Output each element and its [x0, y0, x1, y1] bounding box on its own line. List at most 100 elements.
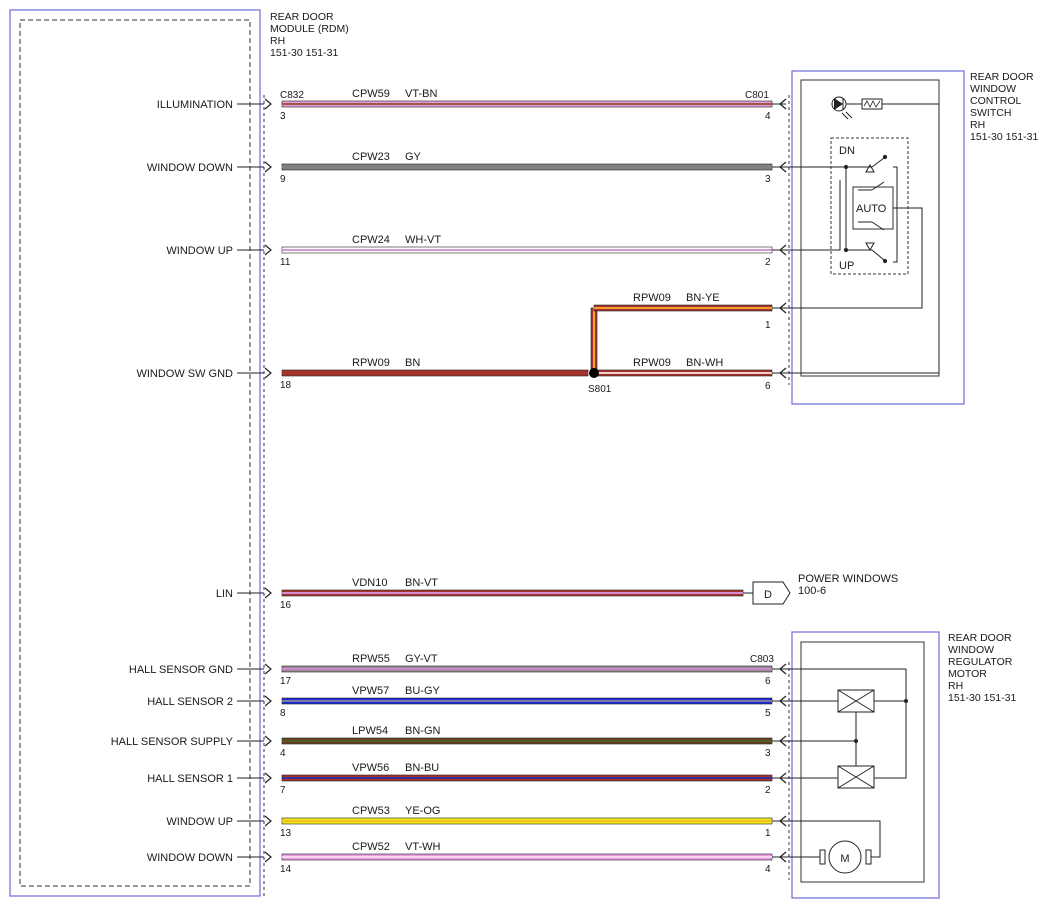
splice-dot [589, 368, 599, 378]
switch-dn-label: DN [839, 145, 855, 157]
left-pin: 8 [280, 708, 286, 719]
motor-label-line-4: MOTOR [948, 668, 987, 680]
signal-label: WINDOW UP [166, 816, 233, 828]
circuit-id: VPW57 [352, 685, 389, 697]
right-pin: 4 [765, 111, 771, 122]
window-regulator-motor: M [780, 631, 940, 899]
left-connector-arrow [264, 851, 272, 863]
offpage-ref[interactable]: 100-6 [798, 585, 826, 597]
right-connector-arrow [779, 695, 787, 707]
left-connector-arrow [264, 244, 272, 256]
switch-label-line-3: CONTROL [970, 95, 1021, 107]
circuit-id: LPW54 [352, 725, 388, 737]
right-pin: 5 [765, 708, 771, 719]
left-pin: 17 [280, 676, 292, 687]
rdm-module-label: REAR DOOR MODULE (RDM) RH 151-30 151-31 [270, 11, 349, 59]
signal-label: ILLUMINATION [157, 99, 233, 111]
circuit-id: CPW52 [352, 841, 390, 853]
circuit-color: GY-VT [405, 653, 438, 665]
branch-pin: 6 [765, 381, 771, 392]
connector-c832-label: C832 [280, 90, 304, 101]
offpage-letter: D [764, 589, 772, 601]
circuit-color: VT-BN [405, 88, 437, 100]
signal-label: HALL SENSOR 1 [147, 773, 233, 785]
rdm-label-line-4: 151-30 151-31 [270, 47, 338, 59]
branch-circuit-id: RPW09 [633, 357, 671, 369]
left-pin: 4 [280, 748, 286, 759]
right-pin: 4 [765, 864, 771, 875]
right-connector-arrow [779, 815, 787, 827]
branch-circuit-color: BN-WH [686, 357, 723, 369]
switch-up-label: UP [839, 260, 854, 272]
branch-circuit-id: RPW09 [633, 292, 671, 304]
left-pin: 18 [280, 380, 292, 391]
circuit-id: CPW53 [352, 805, 390, 817]
circuit-id: VDN10 [352, 577, 387, 589]
wire-3: WINDOW UP 11 CPW24 WH-VT 2 [166, 234, 787, 268]
splice-label: S801 [588, 384, 612, 395]
rdm-module-frame [9, 9, 261, 897]
offpage-label[interactable]: POWER WINDOWS [798, 573, 898, 585]
circuit-id: CPW24 [352, 234, 390, 246]
rdm-label-line-2: MODULE (RDM) [270, 23, 349, 35]
offpage-connector-d[interactable]: D [752, 581, 791, 605]
motor-label-line-5: RH [948, 680, 963, 692]
motor-label-line-3: REGULATOR [948, 656, 1013, 668]
circuit-color: GY [405, 151, 422, 163]
switch-label-line-4: SWITCH [970, 107, 1011, 119]
right-connector-arrow [779, 98, 787, 110]
signal-label: HALL SENSOR SUPPLY [111, 736, 234, 748]
switch-module-label: REAR DOOR WINDOW CONTROL SWITCH RH 151-3… [970, 71, 1038, 143]
branch-pin: 1 [765, 320, 771, 331]
wire-7: HALL SENSOR 2 8 VPW57 BU-GY 5 [147, 685, 787, 719]
circuit-color: YE-OG [405, 805, 440, 817]
signal-label: WINDOW SW GND [136, 368, 233, 380]
left-pin: 9 [280, 174, 286, 185]
rdm-label-line-3: RH [270, 35, 285, 47]
right-pin: 2 [765, 257, 771, 268]
left-pin: 14 [280, 864, 292, 875]
motor-internal-wiring [780, 668, 907, 858]
left-pin: 13 [280, 828, 292, 839]
right-pin: 3 [765, 748, 771, 759]
left-pin: 11 [280, 257, 291, 268]
branch-wire-2: RPW09 BN-WH 6 [593, 357, 787, 392]
right-connector-arrow [779, 772, 787, 784]
signal-label: WINDOW DOWN [147, 162, 233, 174]
signal-label: HALL SENSOR 2 [147, 696, 233, 708]
circuit-color: WH-VT [405, 234, 441, 246]
switch-label-line-5: RH [970, 119, 985, 131]
motor-module-frame [791, 631, 940, 899]
circuit-id: RPW55 [352, 653, 390, 665]
right-connector-arrow [779, 851, 787, 863]
left-pin: 16 [280, 600, 292, 611]
right-connector-arrow [779, 244, 787, 256]
signal-label: WINDOW UP [166, 245, 233, 257]
right-connector-arrow [779, 161, 787, 173]
motor-label-line-1: REAR DOOR [948, 632, 1012, 644]
motor-label-line-6: 151-30 151-31 [948, 692, 1016, 704]
connector-c803-label: C803 [750, 654, 774, 665]
signal-label: HALL SENSOR GND [129, 664, 233, 676]
switch-auto-label: AUTO [856, 203, 887, 215]
motor-letter: M [840, 853, 849, 865]
left-connector-arrow [264, 695, 272, 707]
left-connector-arrow [264, 815, 272, 827]
circuit-id: VPW56 [352, 762, 389, 774]
rdm-inner-frame [19, 19, 251, 887]
circuit-color: BU-GY [405, 685, 441, 697]
switch-block [830, 137, 909, 275]
signal-label: WINDOW DOWN [147, 852, 233, 864]
